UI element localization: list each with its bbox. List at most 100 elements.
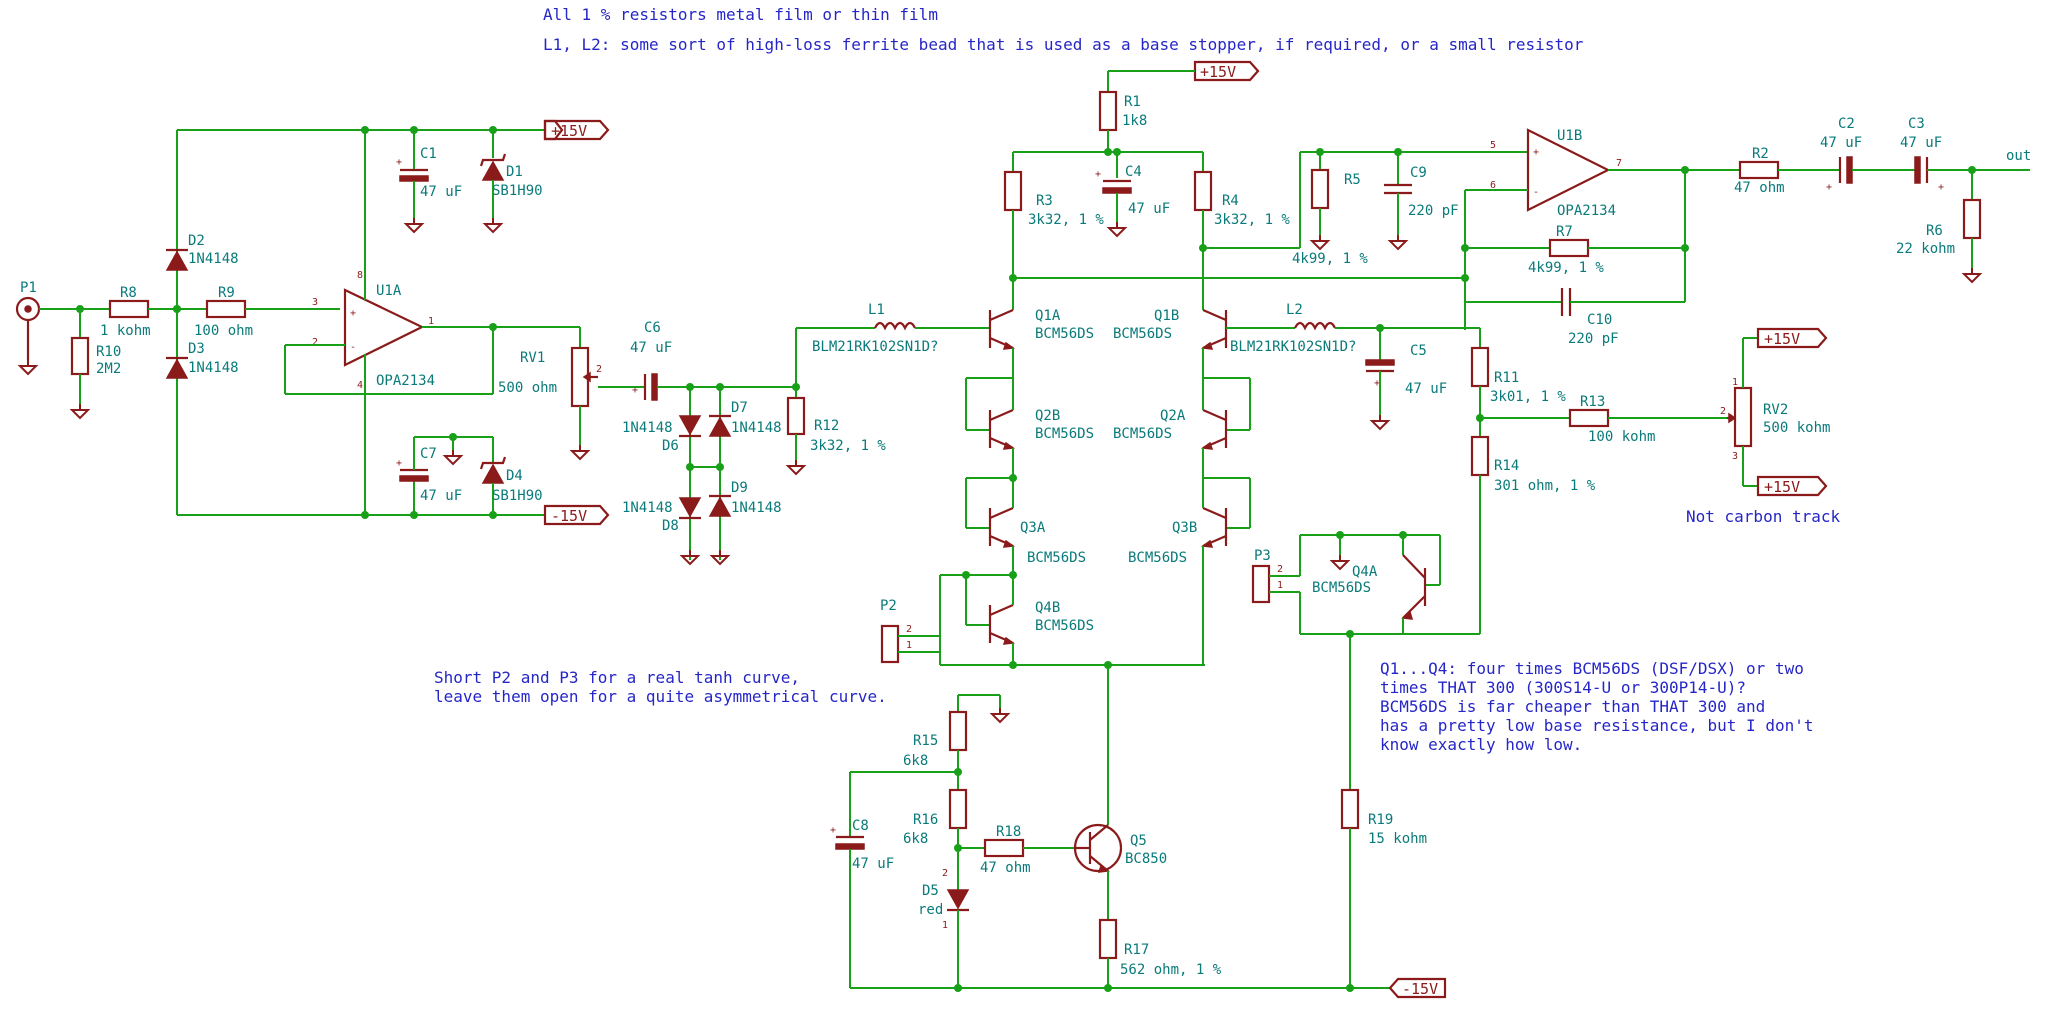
resistor-r15 (948, 710, 968, 752)
note-short-2: leave them open for a quite asymmetrical… (434, 687, 887, 706)
led-d5-icon (946, 889, 970, 910)
q3b-val: BCM56DS (1128, 550, 1187, 566)
resistor-r17 (1098, 918, 1118, 960)
r11-ref: R11 (1494, 370, 1519, 386)
svg-text:2: 2 (1277, 564, 1283, 575)
svg-text:2: 2 (906, 624, 912, 635)
c7-val: 47 uF (420, 488, 462, 504)
resistor-r7 (1548, 238, 1590, 258)
svg-text:4: 4 (357, 380, 363, 391)
d2-ref: D2 (188, 233, 205, 249)
d3-val: 1N4148 (188, 360, 239, 376)
r19-val: 15 kohm (1368, 831, 1427, 847)
u1a-ref: U1A (376, 283, 402, 299)
u1a-val: OPA2134 (376, 373, 435, 389)
diode-d9-icon (708, 496, 732, 517)
note-resistors: All 1 % resistors metal film or thin fil… (543, 5, 938, 24)
resistor-r10 (70, 336, 90, 376)
c5-ref: C5 (1410, 343, 1427, 359)
r1-ref: R1 (1124, 94, 1141, 110)
r6-ref: R6 (1926, 223, 1943, 239)
p1-ref: P1 (20, 280, 37, 296)
r3-val: 3k32, 1 % (1028, 212, 1104, 228)
svg-text:1: 1 (906, 640, 912, 651)
diode-d3-icon (165, 358, 189, 379)
inductor-l1-icon (874, 321, 916, 331)
resistor-r19 (1340, 788, 1360, 830)
pot-stage: 2 RV1 500 ohm + C6 47 uF 1N4148 D6 1N414… (493, 320, 886, 565)
d8-val: 1N4148 (622, 500, 673, 516)
resistor-r2 (1738, 160, 1780, 180)
rail-flag-p15-b (1193, 60, 1260, 82)
cap-c3-icon (1914, 156, 1921, 184)
svg-text:1: 1 (428, 316, 434, 327)
r19-ref: R19 (1368, 812, 1393, 828)
svg-text:3: 3 (1732, 451, 1738, 462)
note-q-1: Q1...Q4: four times BCM56DS (DSF/DSX) or… (1380, 659, 1804, 678)
c8-ref: C8 (852, 818, 869, 834)
core-stage: L1 BLM21RK102SN1D? +15V R1 1k8 + C4 47 u… (796, 60, 1465, 825)
svg-text:2: 2 (942, 868, 948, 879)
connector-p3 (1251, 564, 1271, 604)
note-short-1: Short P2 and P3 for a real tanh curve, (434, 668, 800, 687)
note-q-3: BCM56DS is far cheaper than THAT 300 and (1380, 697, 1765, 716)
d5-ref: D5 (922, 883, 939, 899)
resistor-r4 (1193, 170, 1213, 212)
svg-text:+: + (1374, 378, 1380, 389)
opamp-u1b (1526, 128, 1611, 212)
svg-text:+: + (396, 458, 402, 469)
cap-c1-icon (399, 175, 429, 182)
r15-ref: R15 (913, 733, 938, 749)
note-ferrite: L1, L2: some sort of high-loss ferrite b… (543, 35, 1584, 54)
q2b-val: BCM56DS (1035, 426, 1094, 442)
rail-label-p15-c: +15V (1764, 330, 1800, 348)
resistor-r11 (1470, 346, 1490, 388)
c2-ref: C2 (1838, 116, 1855, 132)
resistor-r8 (108, 299, 150, 319)
q1b-val: BCM56DS (1113, 326, 1172, 342)
q1a-val: BCM56DS (1035, 326, 1094, 342)
diode-d4-icon (481, 463, 505, 484)
resistor-r3 (1003, 170, 1023, 212)
r7-val: 4k99, 1 % (1528, 260, 1604, 276)
rail-flag-m15-a (543, 504, 610, 526)
l2-val: BLM21RK102SN1D? (1230, 339, 1356, 355)
q1b-ref: Q1B (1154, 308, 1179, 324)
rail-flag-m15-b (1388, 977, 1447, 999)
resistor-r5 (1310, 168, 1330, 210)
out-label: out (2006, 148, 2031, 164)
cap-c4-icon (1102, 187, 1132, 194)
svg-text:5: 5 (1490, 140, 1496, 151)
l1-val: BLM21RK102SN1D? (812, 339, 938, 355)
r10-val: 2M2 (96, 361, 121, 377)
d9-ref: D9 (731, 480, 748, 496)
d3-ref: D3 (188, 341, 205, 357)
r5-val: 4k99, 1 % (1292, 251, 1368, 267)
svg-text:7: 7 (1616, 158, 1622, 169)
q3a-val: BCM56DS (1027, 550, 1086, 566)
r10-ref: R10 (96, 344, 121, 360)
svg-text:+: + (396, 157, 402, 168)
r16-val: 6k8 (903, 831, 928, 847)
cap-c8-icon (835, 843, 865, 850)
c6-val: 47 uF (630, 340, 672, 356)
q5-val: BC850 (1125, 851, 1167, 867)
note-q-4: has a pretty low base resistance, but I … (1380, 716, 1813, 735)
svg-text:3: 3 (312, 297, 318, 308)
q4b-val: BCM56DS (1035, 618, 1094, 634)
q2b-ref: Q2B (1035, 408, 1060, 424)
diode-d6-icon (678, 415, 702, 436)
l2-ref: L2 (1286, 302, 1303, 318)
c1-val: 47 uF (420, 184, 462, 200)
input-stage: P1 R10 2M2 R8 1 kohm R9 100 ohm D2 1N414… (15, 119, 610, 526)
q2a-ref: Q2A (1160, 408, 1186, 424)
svg-text:8: 8 (357, 270, 363, 281)
q2a-val: BCM56DS (1113, 426, 1172, 442)
d2-val: 1N4148 (188, 251, 239, 267)
d6-val: 1N4148 (622, 420, 673, 436)
svg-text:+: + (1826, 182, 1832, 193)
note-q-5: know exactly how low. (1380, 735, 1582, 754)
svg-text:+: + (632, 385, 638, 396)
